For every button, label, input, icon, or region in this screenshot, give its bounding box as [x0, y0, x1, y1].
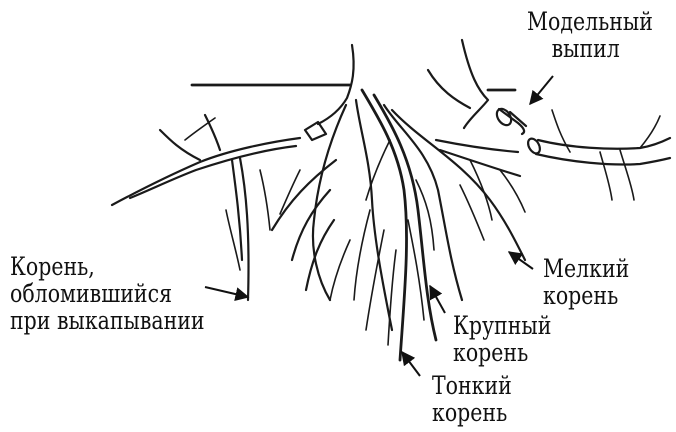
arrow-small-root — [509, 252, 533, 269]
label-small-root-line1: Мелкий — [543, 255, 629, 282]
arrow-large-root — [430, 286, 445, 313]
ground-line — [192, 85, 515, 90]
label-thin-root: Тонкий корень — [432, 372, 512, 426]
arrow-model-cut — [530, 76, 553, 104]
label-large-root-line2: корень — [453, 339, 551, 366]
label-model-cut-line2: выпил — [527, 35, 653, 62]
cut-root-right — [526, 110, 670, 200]
label-model-cut-line1: Модельный — [527, 8, 653, 35]
label-thin-root-line1: Тонкий — [432, 372, 512, 399]
label-broken-root-line1: Корень, — [10, 253, 205, 280]
label-thin-root-line2: корень — [432, 399, 512, 426]
label-broken-root: Корень, обломившийся при выкапывании — [10, 253, 205, 334]
arrow-thin-root — [402, 352, 420, 376]
left-branch-roots — [272, 160, 350, 300]
label-small-root-line2: корень — [543, 282, 629, 309]
root-collar — [305, 40, 488, 140]
label-model-cut: Модельный выпил — [527, 8, 653, 62]
model-cut-sample — [494, 106, 526, 134]
arrow-broken-root — [205, 287, 248, 297]
label-broken-root-line3: при выкапывании — [10, 307, 205, 334]
label-large-root-line1: Крупный — [453, 312, 551, 339]
label-large-root: Крупный корень — [453, 312, 551, 366]
label-broken-root-line2: обломившийся — [10, 280, 205, 307]
label-small-root: Мелкий корень — [543, 255, 629, 309]
